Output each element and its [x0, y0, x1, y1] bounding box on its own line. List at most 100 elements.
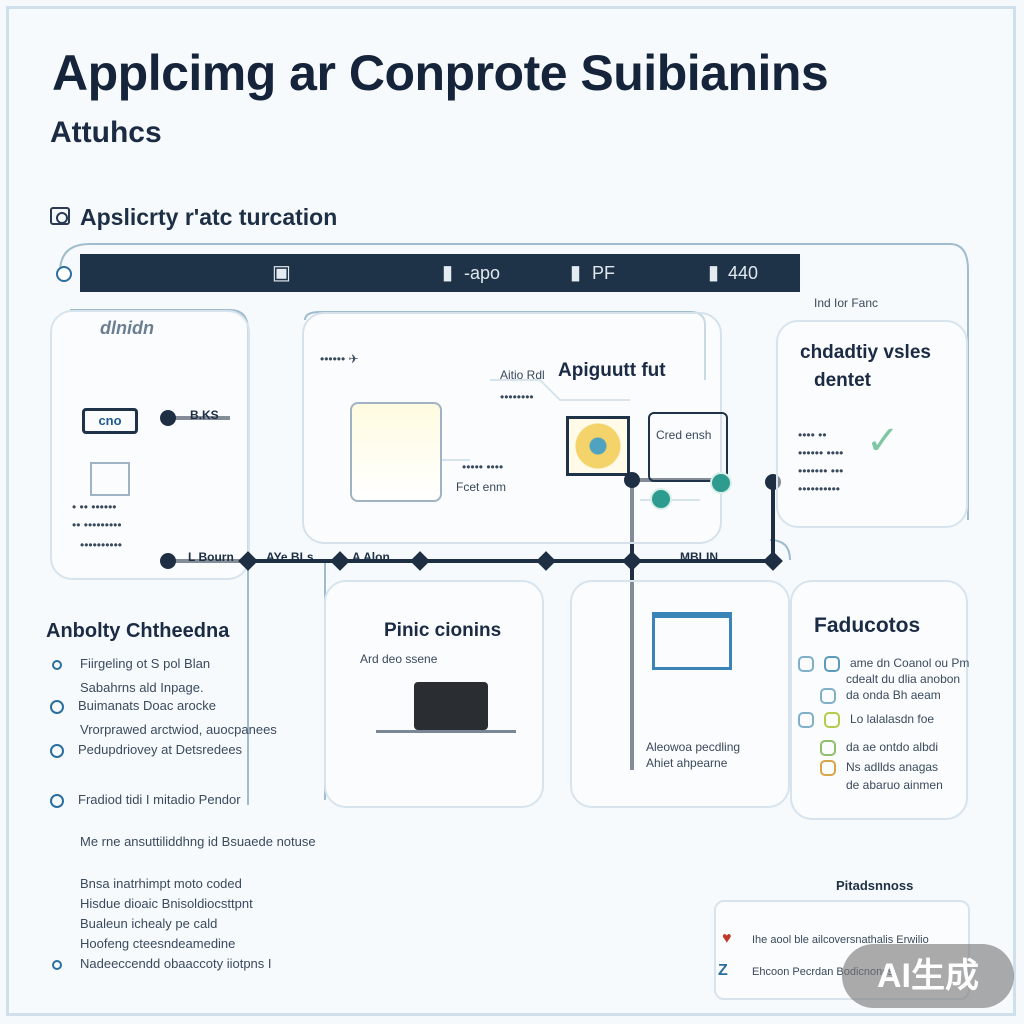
page-frame — [6, 6, 1016, 1016]
doc-icon: ▣ — [272, 262, 291, 284]
small-label: •••••• •••• — [798, 446, 844, 460]
node-label: L Bourn — [188, 550, 234, 564]
feature-item: Ns adllds anagas — [820, 760, 938, 776]
connector-node — [56, 266, 72, 282]
toolbar-label: PF — [592, 263, 616, 283]
card-title: dlnidn — [100, 318, 154, 338]
bullet-icon — [52, 726, 62, 736]
feature-icon — [798, 656, 814, 672]
sunflower-image — [566, 416, 630, 476]
bullet-icon — [52, 940, 62, 950]
z-icon: Z — [718, 962, 728, 979]
features-card — [790, 580, 968, 820]
list-item: Bualeun ichealy pe cald — [50, 916, 217, 931]
bullet-icon — [52, 659, 62, 670]
features-heading: Faducotos — [814, 614, 921, 637]
cloud-icon — [50, 743, 64, 758]
feature-item: Lo lalalasdn foe — [798, 712, 934, 728]
feature-icon — [824, 656, 840, 672]
small-label: ••••••• ••• — [798, 464, 844, 478]
node-label: AYe BLs — [266, 550, 314, 564]
bullet-icon — [52, 900, 62, 910]
info-box — [648, 412, 728, 482]
feature-icon — [820, 740, 836, 756]
list-item: Fradiod tidi I mitadio Pendor — [50, 792, 241, 808]
card-caption: Aleowoa pecdling — [646, 740, 741, 754]
list-item: Fiirgeling ot S pol Blan — [50, 656, 210, 671]
flow-node — [160, 553, 176, 569]
feature-icon — [798, 712, 814, 728]
feature-item: da ae ontdo albdi — [820, 740, 938, 756]
upper-left-card — [50, 310, 250, 580]
page-title: Applcimg ar Conprote Suibianins — [52, 45, 829, 101]
list-item: Hisdue dioaic Bnisoldiocsttpnt — [50, 896, 253, 911]
feature-item: ame dn Coanol ou Pm — [798, 656, 969, 672]
status-node — [650, 488, 672, 510]
feature-item: de abaruo ainmen — [846, 778, 943, 792]
footer-note: Ihe aool ble ailcoversnathalis Erwilio — [752, 934, 929, 946]
bottle-icon: ▮ — [442, 262, 454, 284]
flow-node — [624, 472, 640, 488]
camera-icon — [50, 207, 70, 225]
laptop-icon — [414, 682, 488, 730]
info-icon — [50, 699, 64, 714]
heart-icon: ♥ — [722, 930, 732, 947]
right-upper-card — [776, 320, 968, 528]
list-item: Pedupdriovey at Detsredees — [50, 742, 242, 758]
node-label: A Alon — [352, 550, 390, 564]
small-label: • •• •••••• — [72, 500, 117, 514]
bed-icon — [652, 612, 732, 670]
bottle-icon: ▮ — [708, 262, 720, 284]
feature-icon — [820, 688, 836, 704]
bullet-icon — [52, 959, 62, 970]
node-label: MBLIN — [680, 550, 718, 564]
badge: cno — [82, 408, 138, 434]
card-heading: Pinic cionins — [384, 620, 502, 641]
panel-heading: Anbolty Chtheedna — [46, 620, 230, 642]
small-label: •••• •• — [798, 428, 827, 442]
small-label: •• ••••••••• — [72, 518, 122, 532]
right-middle-card — [570, 580, 790, 808]
node-label: B.KS — [190, 408, 219, 422]
list-item: Buimanats Doac arocke — [50, 698, 216, 714]
bullet-icon — [52, 920, 62, 930]
list-item: Nadeeccendd obaaccoty iiotpns I — [50, 956, 272, 971]
toolbar-label: 440 — [728, 263, 759, 283]
flow-node — [160, 410, 176, 426]
bullet-icon — [52, 684, 62, 694]
card-caption: Ahiet ahpearne — [646, 756, 728, 770]
status-node — [710, 472, 732, 494]
card-heading: Apiguutt fut — [558, 360, 666, 381]
list-item: Bnsa inatrhimpt moto coded — [50, 876, 242, 891]
small-label: •••••• ✈ — [320, 352, 359, 366]
list-item: Hoofeng cteesndeamedine — [50, 936, 235, 951]
card-sub: Ard deo ssene — [360, 652, 438, 666]
node-label: Aitio Rdl — [500, 368, 545, 382]
small-label: •••••••••• — [798, 482, 841, 496]
card-caption: Ind Ior Fanc — [814, 296, 879, 310]
bottle-icon: ▮ — [570, 262, 582, 284]
page-subtitle: Attuhcs — [50, 116, 162, 149]
list-item: Vrorprawed arctwiod, auocpanees — [50, 722, 277, 737]
card-heading: chdadtiy vsles — [800, 342, 931, 363]
list-item: Sabahrns ald Inpage. — [50, 680, 204, 695]
node-label: Cred ensh — [656, 428, 712, 442]
feature-icon — [824, 712, 840, 728]
list-item: Me rne ansuttiliddhng id Bsuaede notuse — [50, 834, 316, 849]
feature-icon — [820, 760, 836, 776]
check-icon: ✓ — [866, 419, 900, 463]
bullet-icon — [52, 880, 62, 890]
lightbulb-icon — [350, 402, 442, 502]
settings-icon — [50, 793, 64, 808]
small-label: ••••• •••• — [462, 460, 504, 474]
doc-icon — [90, 462, 130, 496]
watermark-badge: AI生成 — [842, 944, 1014, 1008]
top-toolbar: ▣ ▮ -apo ▮ PF ▮ 440 — [80, 254, 800, 292]
bullet-icon — [52, 838, 62, 848]
node-label: Fcet enm — [456, 480, 507, 494]
feature-item: da onda Bh aeam — [820, 688, 941, 704]
desk-icon — [376, 730, 516, 733]
section-heading: Apslicrty r'atc turcation — [80, 204, 338, 230]
small-label: •••••••• — [500, 390, 534, 404]
